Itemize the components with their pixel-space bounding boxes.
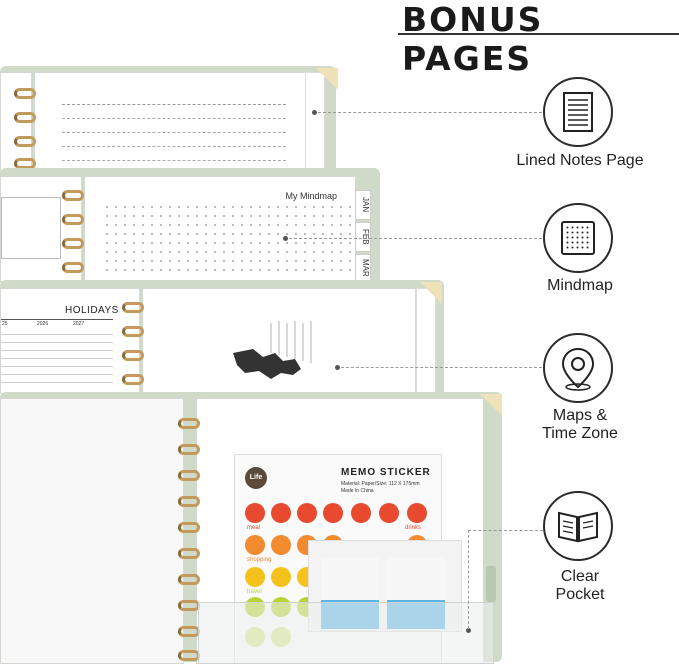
leader-line [468,530,543,629]
dot-grid [105,205,355,275]
world-map [233,321,312,379]
dot-grid-icon [543,203,613,273]
tab-jan[interactable]: JAN [355,190,371,220]
leader-dot [283,236,288,241]
feature-label-lined-notes: Lined Notes Page [516,152,644,169]
mindmap-page: My Mindmap [84,176,356,282]
leader-dot [466,628,471,633]
map-pin-icon [543,333,613,403]
leader-line [289,238,542,239]
map-page [142,288,416,394]
feature-label-mindmap: Mindmap [547,277,613,294]
holidays-title: HOLIDAYS [65,305,119,316]
leader-dot [312,110,317,115]
lined-page-icon [543,77,613,147]
category-drinks: drinks [405,525,422,531]
leader-line [318,112,542,113]
page-edge [416,288,436,394]
open-book-icon [543,491,613,561]
tab-feb[interactable]: FEB [355,222,371,252]
holidays-page: HOLIDAYS 25 2026 2027 [0,288,140,394]
feature-label-clear-pocket: Clear Pocket [555,568,605,603]
category-shopping: shopping [247,557,272,563]
category-travel: travel [247,589,262,595]
lined-notes-page [34,72,306,172]
sticker-material: Material: Paper/Size: 112 X 175mm [341,481,420,487]
feature-label-maps: Maps & Time Zone [542,407,618,442]
leader-line [341,367,542,368]
sticker-title: MEMO STICKER [341,467,431,478]
clear-pocket[interactable] [198,602,494,664]
tab-mar[interactable]: MAR [355,254,371,282]
page-edge [305,72,325,172]
leader-dot [335,365,340,370]
sticker-origin: Made In China [341,488,374,494]
category-meal: meal [247,525,261,531]
elastic-band[interactable] [486,566,496,602]
title-underline [398,33,679,35]
page-title: BONUS PAGES [402,0,544,78]
life-badge: Life [245,467,267,489]
mindmap-title: My Mindmap [285,191,337,201]
left-page [0,398,184,664]
